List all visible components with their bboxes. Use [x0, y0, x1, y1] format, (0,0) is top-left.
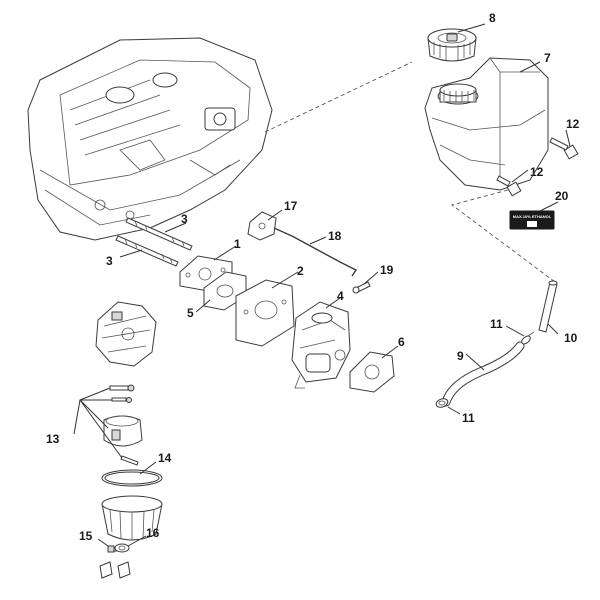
callout-12-upper: 12 — [566, 117, 580, 131]
callout-20: 20 — [555, 189, 569, 203]
bracket-17 — [247, 211, 277, 241]
carburetor-kit-detail — [95, 301, 157, 367]
callout-7: 7 — [544, 51, 551, 65]
kit-screw-1 — [109, 384, 135, 392]
callout-11-lower: 11 — [462, 411, 475, 425]
callout-9: 9 — [457, 349, 464, 363]
callout-10: 10 — [564, 331, 578, 345]
clip-pair — [99, 561, 131, 579]
callout-16: 16 — [146, 526, 160, 540]
callout-13: 13 — [46, 432, 60, 446]
hose-clamp-upper — [521, 331, 535, 345]
tank-bolt-upper — [549, 137, 579, 160]
callout-18: 18 — [328, 229, 342, 243]
callout-12-lower: 12 — [530, 165, 544, 179]
fuel-filter-10 — [538, 280, 558, 333]
decal-text: MAX.10% ETHANOL — [513, 214, 552, 219]
fuel-hose-9 — [441, 341, 525, 407]
hose-clamp-lower — [435, 398, 449, 408]
ethanol-decal: MAX.10% ETHANOL — [509, 210, 555, 230]
callout-6: 6 — [398, 335, 405, 349]
callout-17: 17 — [284, 199, 298, 213]
stud-lower — [115, 235, 179, 267]
gasket-6 — [349, 351, 395, 393]
callout-8: 8 — [489, 11, 496, 25]
callout-14: 14 — [158, 451, 172, 465]
assembly-line-engine-tank — [264, 61, 413, 133]
gasket-plate-2 — [235, 279, 295, 347]
o-ring — [101, 469, 163, 487]
screw-19 — [352, 281, 371, 294]
assembly-line-tank-outlet — [450, 189, 556, 283]
callout-11-upper: 11 — [490, 317, 503, 331]
stud-upper — [125, 217, 193, 251]
callout-2: 2 — [297, 264, 304, 278]
callout-3-lower: 3 — [106, 254, 113, 268]
float-bowl — [103, 415, 143, 447]
kit-screw-2 — [111, 397, 132, 403]
tank-bolt-lower — [496, 175, 522, 197]
fuel-cap — [427, 28, 477, 62]
kit-pin — [120, 455, 139, 466]
filter-cup — [101, 495, 163, 541]
callout-numbers: 8 7 12 12 20 17 18 19 3 3 1 2 4 5 6 9 10… — [46, 11, 580, 543]
callout-5: 5 — [187, 306, 194, 320]
fuel-tank — [424, 57, 549, 191]
callout-4: 4 — [337, 289, 344, 303]
callout-19: 19 — [380, 263, 394, 277]
leader-lines — [73, 23, 571, 547]
linkage-rod — [273, 227, 358, 277]
callout-15: 15 — [79, 529, 93, 543]
engine-block — [27, 37, 273, 241]
washer-16 — [114, 543, 130, 553]
callout-3-upper: 3 — [181, 212, 188, 226]
callout-1: 1 — [234, 237, 241, 251]
carburetor — [291, 301, 351, 389]
